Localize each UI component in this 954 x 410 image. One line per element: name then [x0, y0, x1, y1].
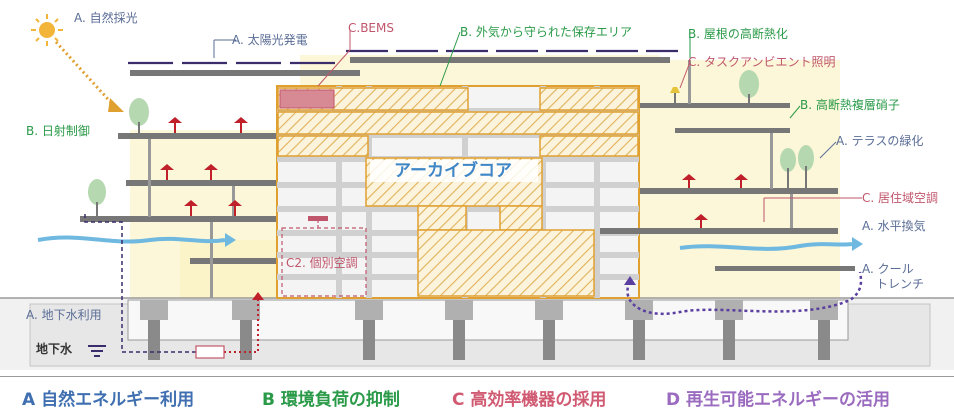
- label-double-glazing: B. 高断熱複層硝子: [800, 98, 900, 112]
- solar-panels: [128, 49, 678, 65]
- archive-core: [276, 85, 640, 299]
- task-light-icon: [670, 87, 680, 103]
- label-zone-air: C. 居住域空調: [862, 191, 939, 205]
- right-wing-slabs: [600, 60, 855, 271]
- label-bems: C.BEMS: [348, 21, 394, 35]
- label-groundwater-use: A. 地下水利用: [26, 308, 102, 322]
- leader-lines: [213, 30, 862, 222]
- tree-icons: [88, 70, 814, 216]
- individual-air-zone: [281, 216, 367, 297]
- legend-item-c: C 高効率機器の採用: [452, 390, 607, 410]
- label-individual-air: C2. 個別空調: [286, 256, 358, 270]
- legend-item-d: D 再生可能エネルギーの活用: [666, 390, 891, 410]
- legend-item-b: B 環境負荷の抑制: [262, 390, 400, 410]
- airflow-waves: [37, 233, 863, 251]
- label-groundwater: 地下水: [36, 342, 73, 356]
- groundwater-lines: [84, 214, 264, 359]
- air-outlet-icons: [160, 117, 748, 228]
- legend: A 自然エネルギー利用 B 環境負荷の抑制 C 高効率機器の採用 D 再生可能エ…: [0, 376, 954, 410]
- label-natural-light: A. 自然採光: [74, 11, 138, 25]
- left-wing-slabs: [80, 57, 670, 264]
- label-sun-control: B. 日射制御: [26, 124, 90, 138]
- label-terrace-greening: A. テラスの緑化: [836, 134, 924, 148]
- left-wing-columns: [148, 139, 235, 298]
- cool-trench: [624, 271, 863, 315]
- legend-item-a: A 自然エネルギー利用: [22, 390, 195, 410]
- section-drawing: [0, 14, 954, 370]
- label-horizontal-vent: A. 水平換気: [862, 219, 926, 233]
- label-cool-trench-line1: A. クール: [862, 262, 914, 276]
- label-roof-insulation: B. 屋根の高断熱化: [688, 27, 788, 41]
- label-protected-storage: B. 外気から守られた保存エリア: [460, 25, 632, 39]
- archive-core-title: アーカイブコア: [394, 161, 512, 181]
- label-task-ambient: C. タスクアンビエント照明: [688, 55, 836, 69]
- sun-icon: [31, 14, 124, 112]
- label-solar-power: A. 太陽光発電: [232, 33, 308, 47]
- label-cool-trench-line2: トレンチ: [876, 277, 925, 291]
